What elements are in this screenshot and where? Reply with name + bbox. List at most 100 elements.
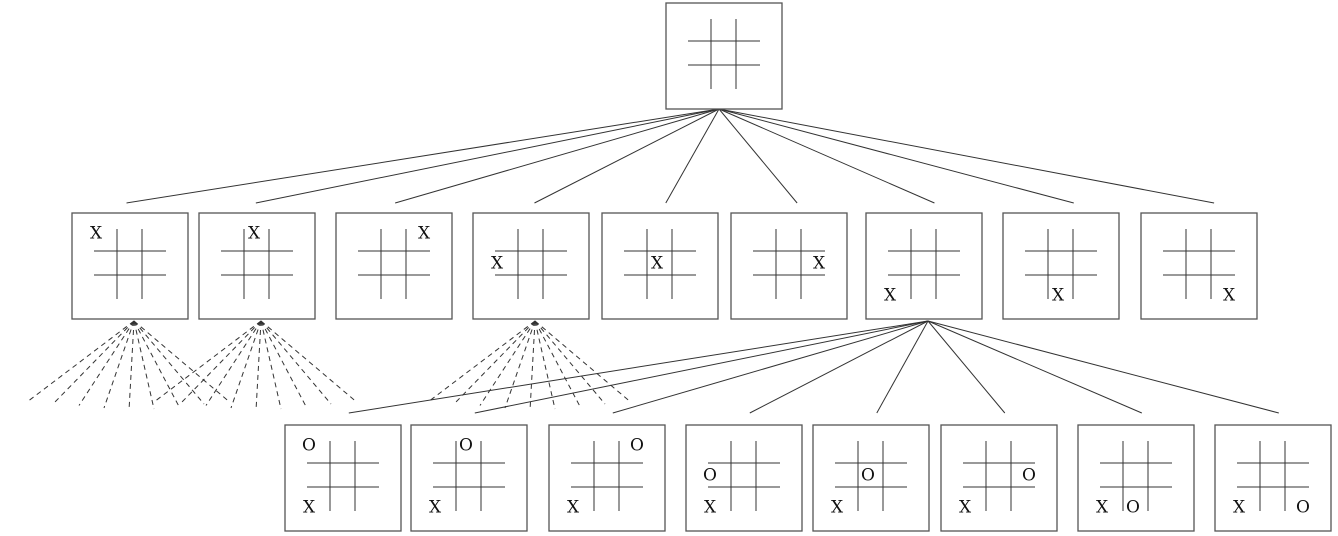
unexplored-branch bbox=[128, 320, 135, 411]
x-mark: X bbox=[90, 224, 103, 244]
x-mark: X bbox=[567, 498, 580, 518]
unexplored-branch bbox=[230, 320, 262, 409]
board-frame bbox=[284, 424, 402, 532]
board-frame bbox=[812, 424, 930, 532]
board-frame bbox=[665, 2, 783, 110]
o-mark: O bbox=[302, 436, 316, 456]
x-mark: X bbox=[248, 224, 261, 244]
unexplored-branch bbox=[133, 320, 205, 405]
board-frame bbox=[548, 424, 666, 532]
board-frame bbox=[472, 212, 590, 320]
tree-edge bbox=[474, 320, 929, 414]
x-mark: X bbox=[418, 224, 431, 244]
o-mark: O bbox=[861, 466, 875, 486]
x-mark: X bbox=[303, 498, 316, 518]
tree-edge bbox=[612, 320, 929, 414]
board-frame bbox=[410, 424, 528, 532]
unexplored-branch bbox=[78, 320, 135, 406]
level2-board: OX bbox=[812, 424, 930, 532]
level1-board: X bbox=[601, 212, 719, 320]
level1-board: X bbox=[71, 212, 189, 320]
unexplored-branch bbox=[133, 320, 180, 407]
unexplored-branch bbox=[504, 320, 536, 409]
o-mark: O bbox=[630, 436, 644, 456]
root-board bbox=[665, 2, 783, 110]
level2-board: OX bbox=[548, 424, 666, 532]
x-mark: X bbox=[1052, 286, 1065, 306]
level1-board: X bbox=[1002, 212, 1120, 320]
x-mark: X bbox=[491, 254, 504, 274]
unexplored-branch bbox=[479, 320, 536, 406]
x-mark: X bbox=[429, 498, 442, 518]
tree-edge bbox=[348, 320, 929, 414]
level1-board: X bbox=[335, 212, 453, 320]
level2-board: OX bbox=[685, 424, 803, 532]
level2-board: OX bbox=[410, 424, 528, 532]
level1-board: X bbox=[472, 212, 590, 320]
unexpanded-branches bbox=[28, 320, 631, 411]
board-frame bbox=[335, 212, 453, 320]
board-frame bbox=[730, 212, 848, 320]
level1-board: X bbox=[865, 212, 983, 320]
x-mark: X bbox=[1223, 286, 1236, 306]
level2-board: OX bbox=[940, 424, 1058, 532]
unexplored-branch bbox=[205, 320, 262, 406]
tree-edge bbox=[927, 320, 1006, 414]
tree-edge bbox=[126, 108, 720, 204]
tree-edge bbox=[718, 108, 1074, 204]
tree-edge bbox=[749, 320, 929, 414]
unexplored-branch bbox=[103, 320, 135, 409]
level1-board: X bbox=[1140, 212, 1258, 320]
x-mark: X bbox=[959, 498, 972, 518]
x-mark: X bbox=[1096, 498, 1109, 518]
tree-edge bbox=[665, 108, 720, 204]
tree-edge bbox=[927, 320, 1279, 414]
o-mark: O bbox=[1126, 498, 1140, 518]
unexplored-branch bbox=[260, 320, 357, 402]
o-mark: O bbox=[1022, 466, 1036, 486]
x-mark: X bbox=[1233, 498, 1246, 518]
board-frame bbox=[1002, 212, 1120, 320]
unexplored-branch bbox=[429, 320, 536, 401]
level1-board: X bbox=[198, 212, 316, 320]
tree-edge bbox=[255, 108, 720, 204]
level1-board: X bbox=[730, 212, 848, 320]
board-frame bbox=[1140, 212, 1258, 320]
board-frame bbox=[1077, 424, 1195, 532]
unexplored-branch bbox=[260, 320, 332, 405]
x-mark: X bbox=[831, 498, 844, 518]
board-frame bbox=[71, 212, 189, 320]
unexplored-branch bbox=[260, 320, 282, 410]
board-frame bbox=[198, 212, 316, 320]
unexplored-branch bbox=[534, 320, 606, 405]
x-mark: X bbox=[651, 254, 664, 274]
tree-edge bbox=[534, 108, 720, 204]
tree-edge bbox=[927, 320, 1142, 414]
unexplored-branch bbox=[534, 320, 631, 402]
unexplored-branch bbox=[133, 320, 230, 402]
tree-edge bbox=[876, 320, 929, 414]
board-frame bbox=[601, 212, 719, 320]
tree-edge bbox=[718, 108, 1215, 204]
unexplored-branch bbox=[534, 320, 556, 410]
tree-edges bbox=[126, 108, 1279, 414]
o-mark: O bbox=[703, 466, 717, 486]
tree-edge bbox=[718, 108, 798, 204]
x-mark: X bbox=[813, 254, 826, 274]
unexplored-branch bbox=[260, 320, 307, 407]
unexplored-branch bbox=[53, 320, 135, 404]
x-mark: X bbox=[884, 286, 897, 306]
unexplored-branch bbox=[255, 320, 262, 411]
unexplored-branch bbox=[534, 320, 581, 407]
board-frame bbox=[1214, 424, 1332, 532]
unexplored-branch bbox=[454, 320, 536, 404]
x-mark: X bbox=[704, 498, 717, 518]
board-frame bbox=[940, 424, 1058, 532]
unexplored-branch bbox=[133, 320, 155, 410]
level2-board: OX bbox=[284, 424, 402, 532]
unexplored-branch bbox=[155, 320, 262, 401]
